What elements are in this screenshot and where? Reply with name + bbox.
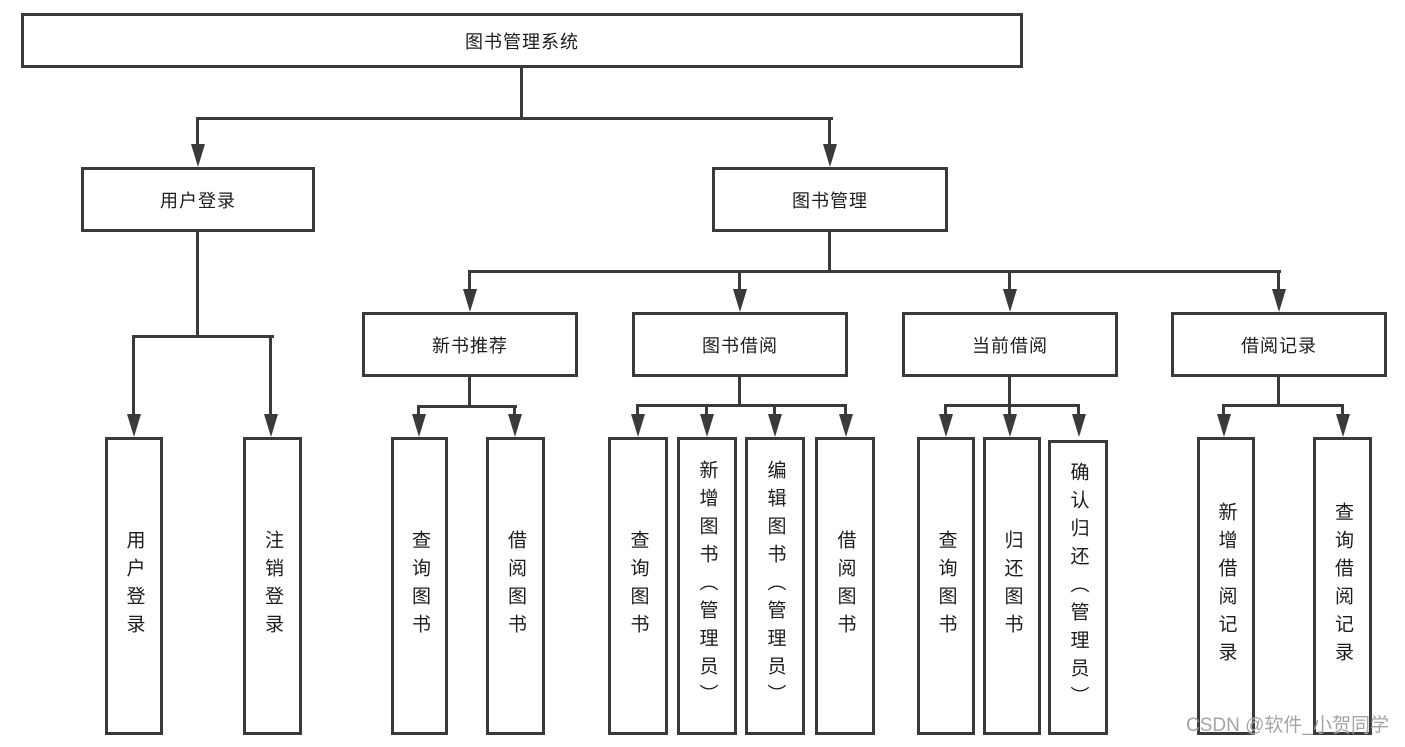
leaf-borrow-query-books: 查询图书 (608, 437, 668, 735)
leaf-records-add-record-label: 新增借阅记录 (1215, 502, 1237, 670)
node-book-borrowing: 图书借阅 (632, 312, 848, 377)
leaf-borrow-borrow-books-label: 借阅图书 (834, 530, 856, 642)
connector-drop (844, 404, 847, 417)
connector-drop (944, 404, 947, 417)
leaf-logout: 注销登录 (243, 437, 302, 735)
connector-bookmgmt-rail (468, 270, 1281, 273)
leaf-recommend-borrow-books: 借阅图书 (486, 437, 545, 735)
connector-borrow-rail (636, 404, 847, 407)
arrowhead-icon (412, 414, 426, 437)
arrowhead-icon (1272, 289, 1286, 312)
connector-drop-book-mgmt (828, 117, 831, 147)
node-book-management-module: 图书管理 (712, 167, 948, 232)
connector-drop (1008, 404, 1011, 417)
leaf-borrow-edit-books-admin: 编辑图书（管理员） (745, 437, 805, 735)
connector-records-rail (1222, 404, 1344, 407)
connector-userlogin-stem (196, 232, 199, 338)
connector-drop (773, 404, 776, 417)
connector-drop (513, 405, 516, 417)
arrowhead-icon (127, 414, 141, 437)
node-book-borrowing-label: 图书借阅 (702, 335, 778, 356)
connector-drop-borrow (738, 270, 741, 292)
connector-drop (417, 405, 420, 417)
node-borrowing-records-label: 借阅记录 (1241, 335, 1317, 356)
leaf-user-login-label: 用户登录 (123, 530, 145, 642)
leaf-borrow-query-books-label: 查询图书 (627, 530, 649, 642)
arrowhead-icon (1217, 414, 1231, 437)
connector-current-rail (944, 404, 1080, 407)
leaf-logout-label: 注销登录 (262, 530, 283, 642)
node-borrowing-records: 借阅记录 (1171, 312, 1387, 377)
arrowhead-icon (1003, 414, 1017, 437)
leaf-current-return-books: 归还图书 (983, 437, 1041, 735)
leaf-current-return-books-label: 归还图书 (1001, 530, 1023, 642)
connector-recommend-rail (417, 405, 517, 408)
leaf-borrow-add-books-admin-label: 新增图书（管理员） (696, 460, 718, 712)
arrowhead-icon (733, 289, 747, 312)
connector-drop-leaf-login (132, 335, 135, 417)
leaf-current-query-books-label: 查询图书 (935, 530, 957, 642)
arrowhead-icon (508, 414, 522, 437)
connector-recommend-stem (468, 377, 471, 408)
leaf-current-confirm-return-admin-label: 确认归还（管理员） (1067, 461, 1089, 714)
leaf-recommend-borrow-books-label: 借阅图书 (505, 530, 526, 642)
node-user-login-module: 用户登录 (81, 167, 315, 232)
leaf-borrow-borrow-books: 借阅图书 (815, 437, 875, 735)
node-new-book-recommend: 新书推荐 (362, 312, 578, 377)
node-current-borrowing: 当前借阅 (902, 312, 1118, 377)
connector-root-stem (520, 68, 523, 120)
arrowhead-icon (631, 414, 645, 437)
node-new-book-recommend-label: 新书推荐 (432, 335, 508, 356)
arrowhead-icon (823, 144, 837, 167)
connector-drop-records (1277, 270, 1280, 292)
connector-drop-recommend (468, 270, 471, 292)
connector-drop (1222, 404, 1225, 417)
arrowhead-icon (1072, 414, 1086, 437)
arrowhead-icon (191, 144, 205, 167)
arrowhead-icon (768, 414, 782, 437)
leaf-current-confirm-return-admin: 确认归还（管理员） (1048, 440, 1108, 735)
leaf-records-query-record-label: 查询借阅记录 (1332, 502, 1353, 670)
leaf-records-query-record: 查询借阅记录 (1313, 437, 1372, 735)
node-root-library-system: 图书管理系统 (21, 13, 1023, 68)
connector-drop (636, 404, 639, 417)
arrowhead-icon (264, 414, 278, 437)
leaf-current-query-books: 查询图书 (917, 437, 975, 735)
connector-drop-current (1008, 270, 1011, 292)
csdn-watermark: CSDN @软件_小贺同学 (1186, 715, 1389, 736)
connector-current-stem (1008, 377, 1011, 407)
leaf-recommend-query-books-label: 查询图书 (409, 530, 430, 642)
leaf-recommend-query-books: 查询图书 (391, 437, 448, 735)
leaf-borrow-add-books-admin: 新增图书（管理员） (677, 437, 737, 735)
connector-borrow-stem (738, 377, 741, 407)
connector-bookmgmt-stem (828, 232, 831, 273)
arrowhead-icon (463, 289, 477, 312)
connector-drop-user-login (196, 117, 199, 147)
arrowhead-icon (839, 414, 853, 437)
node-book-management-label: 图书管理 (792, 190, 868, 211)
connector-records-stem (1277, 377, 1280, 407)
arrowhead-icon (1003, 289, 1017, 312)
arrowhead-icon (939, 414, 953, 437)
connector-drop-leaf-logout (269, 335, 272, 417)
connector-drop (1341, 404, 1344, 417)
leaf-borrow-edit-books-admin-label: 编辑图书（管理员） (764, 460, 786, 712)
arrowhead-icon (1336, 414, 1350, 437)
leaf-user-login: 用户登录 (105, 437, 163, 735)
node-root-label: 图书管理系统 (465, 31, 579, 52)
connector-drop (705, 404, 708, 417)
arrowhead-icon (700, 414, 714, 437)
node-current-borrowing-label: 当前借阅 (972, 335, 1048, 356)
leaf-records-add-record: 新增借阅记录 (1197, 437, 1255, 735)
connector-drop (1077, 404, 1080, 417)
connector-root-rail (196, 117, 833, 120)
node-user-login-label: 用户登录 (160, 190, 236, 211)
connector-userlogin-rail (132, 335, 274, 338)
